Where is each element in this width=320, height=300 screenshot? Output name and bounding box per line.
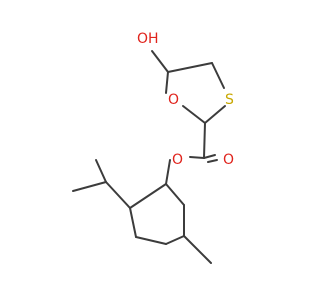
bond-c2-s — [204, 105, 226, 124]
bond-c5-methyl — [183, 235, 212, 264]
molecule-diagram: OH O S O O — [72, 31, 234, 264]
carbonyl-oxygen-label: O — [223, 152, 234, 168]
bond-c3-c2 — [129, 207, 137, 238]
bond-c2-carbonyl-c — [203, 122, 206, 159]
bond-isopropyl-methyl-b — [95, 159, 107, 183]
bond-c5-hydroxyl — [151, 50, 169, 73]
bond-carbonyl-c-ester-o — [189, 156, 205, 159]
bond-c1-c6 — [165, 183, 185, 206]
bond-carbonyl-double-b — [207, 159, 218, 163]
bonds — [72, 50, 226, 264]
bond-oring-c2 — [182, 105, 206, 124]
bond-ester-o-c1 — [165, 159, 171, 185]
ester-oxygen-label: O — [172, 152, 183, 168]
bond-c2-c1 — [129, 183, 167, 209]
ring-oxygen-label: O — [168, 92, 179, 108]
hydroxyl-label: OH — [137, 31, 159, 47]
bond-c5-c4 — [165, 235, 185, 245]
bond-c5-oring — [165, 71, 169, 94]
bond-c4-c5 — [167, 62, 213, 73]
bond-c2-isopropyl-ch — [105, 181, 131, 209]
ring-sulfur-label: S — [225, 92, 234, 108]
bond-carbonyl-double-a — [203, 154, 216, 159]
bond-s-c4 — [211, 62, 225, 89]
bond-c4-c3 — [135, 236, 167, 245]
bond-isopropyl-methyl-a — [72, 181, 107, 192]
atom-labels: OH O S O O — [137, 31, 234, 168]
